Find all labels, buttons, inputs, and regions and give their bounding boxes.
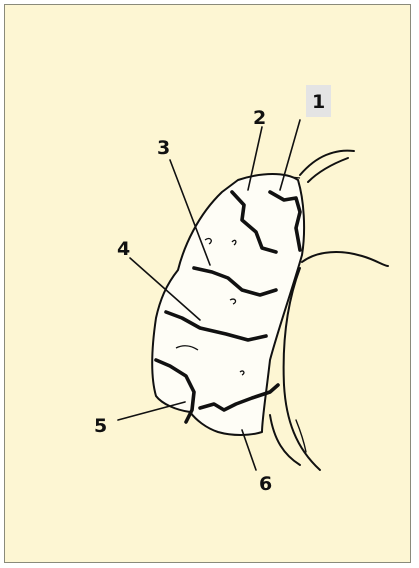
label-1: 1: [306, 85, 331, 117]
bone-fragments: [152, 174, 304, 435]
label-6-text: 6: [259, 473, 272, 495]
label-2-text: 2: [253, 107, 266, 129]
label-1-text: 1: [312, 91, 325, 113]
label-3-text: 3: [157, 137, 170, 159]
label-5-text: 5: [94, 415, 107, 437]
label-4-text: 4: [117, 238, 130, 260]
